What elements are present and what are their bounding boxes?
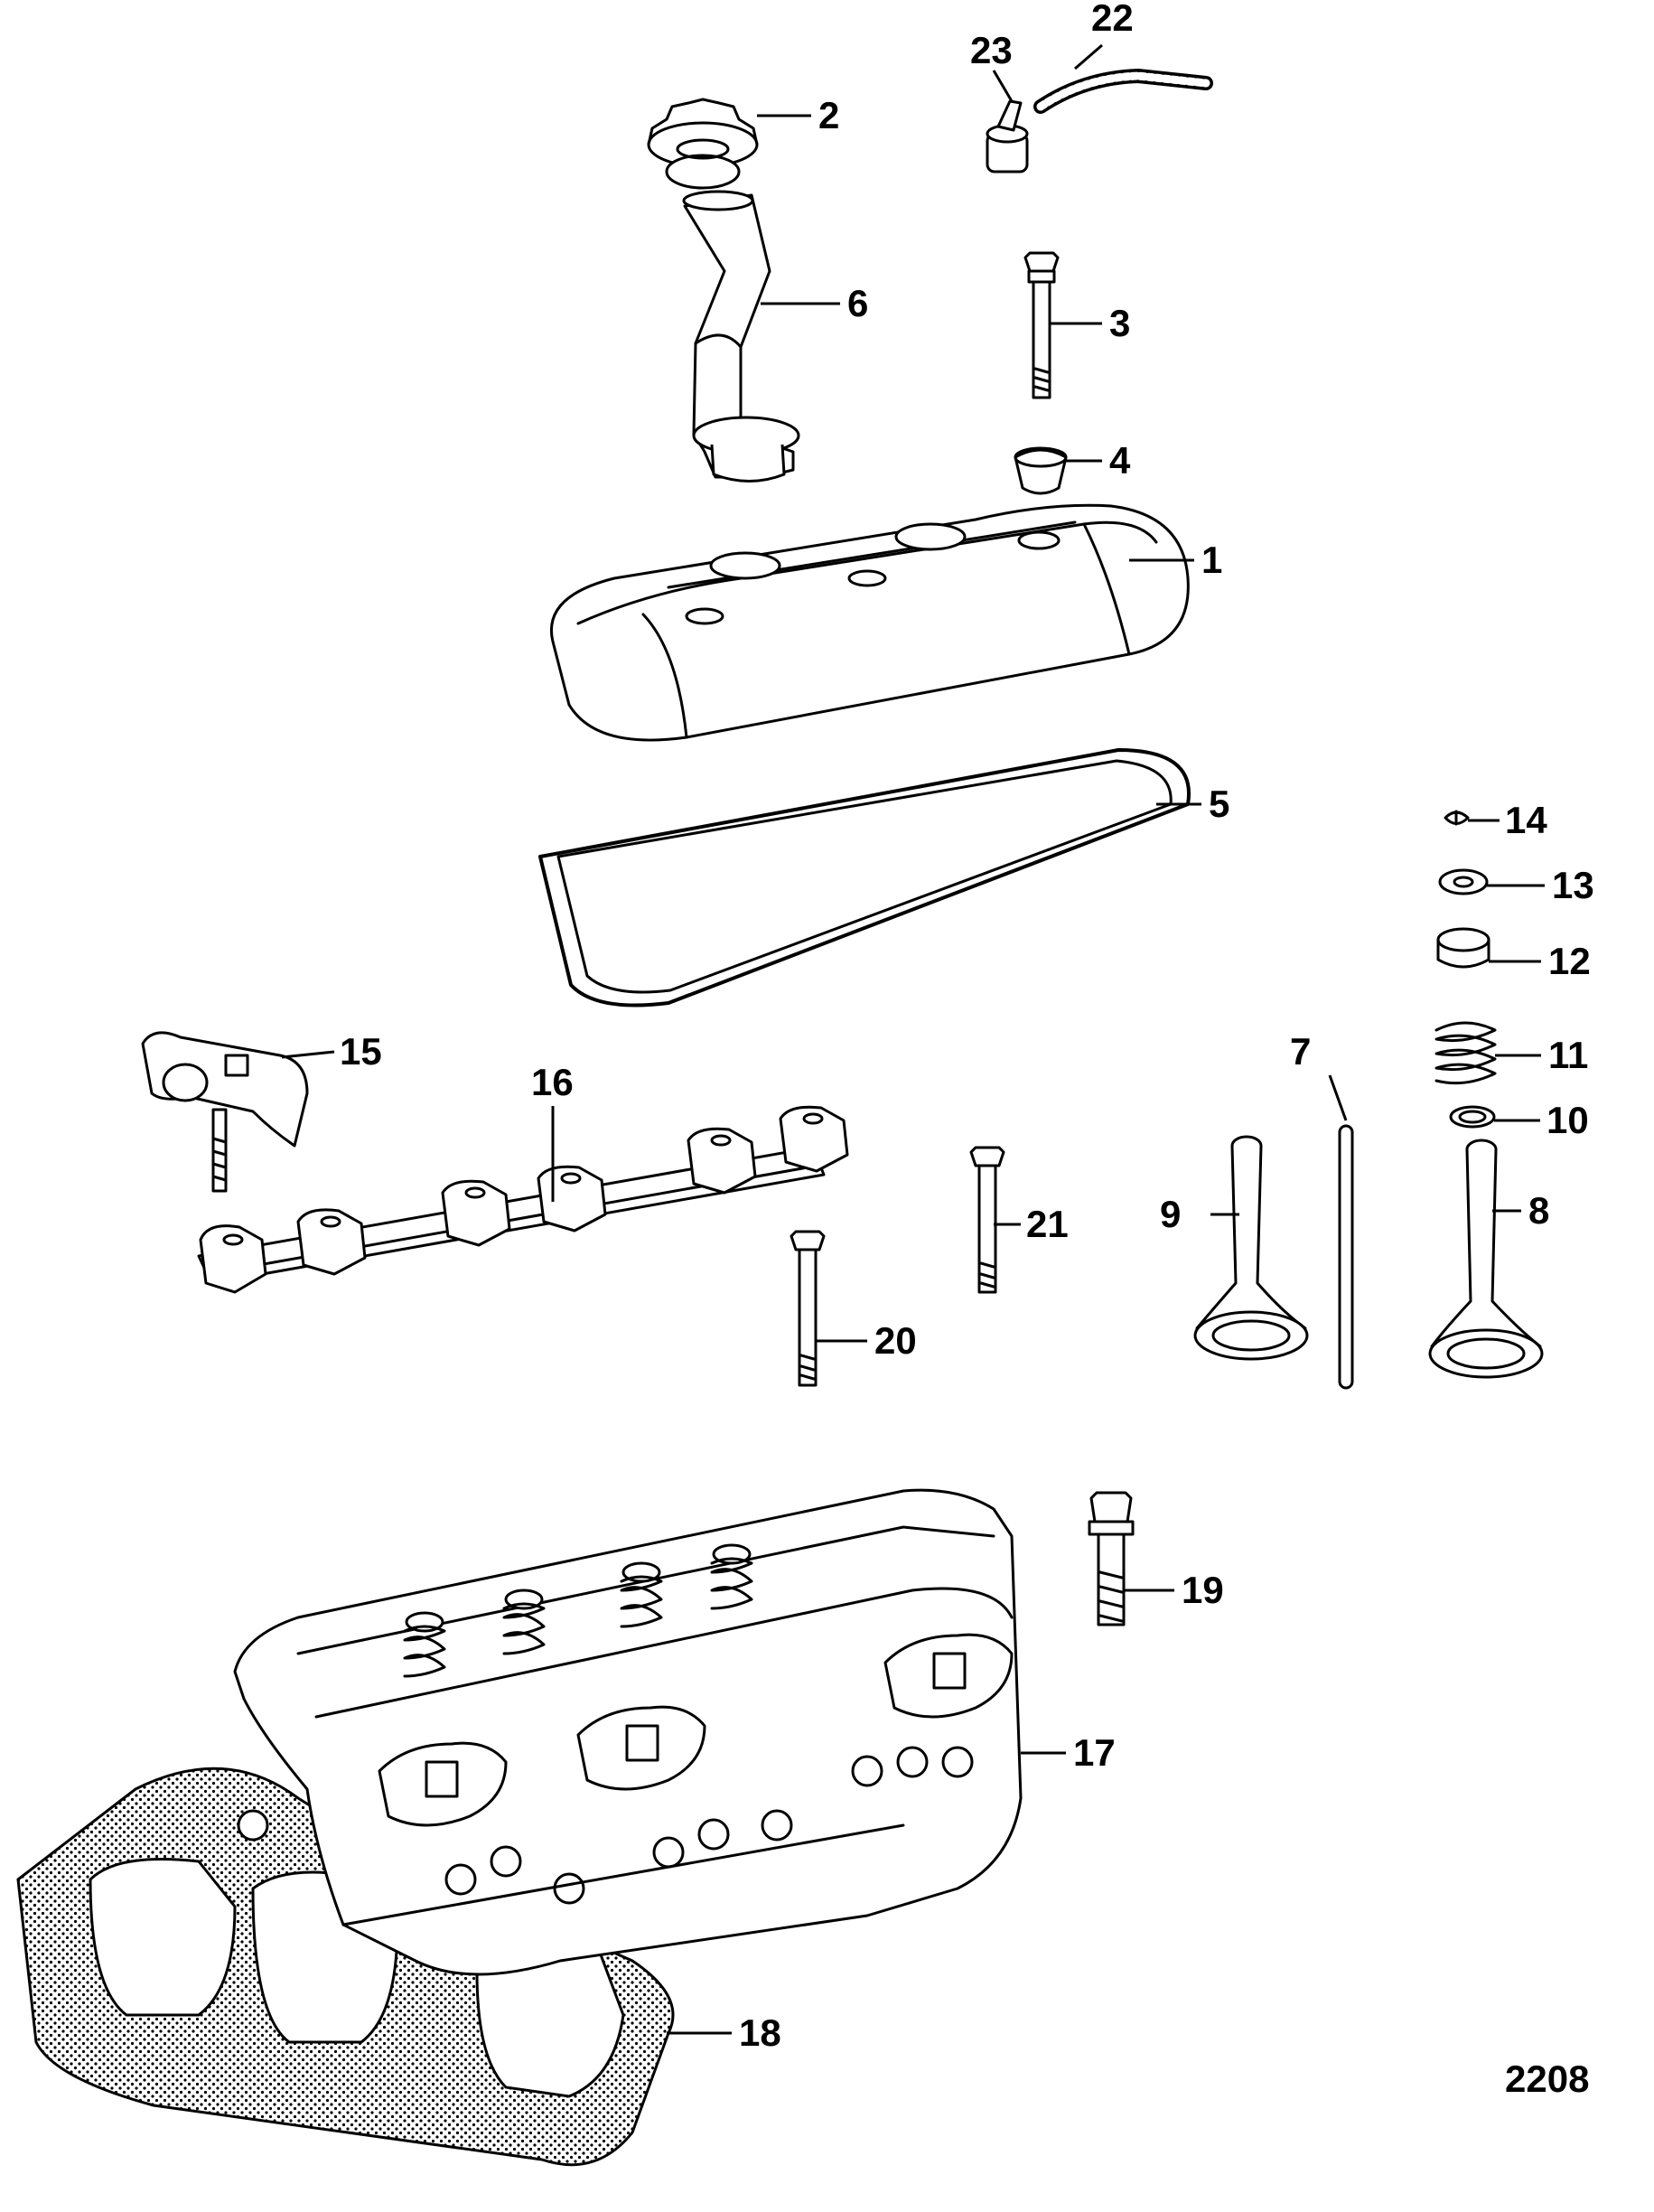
part-9-intake-valve — [1193, 1135, 1309, 1361]
callout-19: 19 — [1182, 1569, 1224, 1611]
part-15-rocker-arm — [141, 1031, 309, 1193]
part-17-cylinder-head — [233, 1488, 1023, 1976]
part-6-oil-fill-tube — [682, 190, 800, 483]
part-3-cover-bolt — [1023, 251, 1060, 399]
callout-3: 3 — [1109, 302, 1130, 344]
part-22-vent-hose — [1033, 69, 1213, 114]
part-18-head-gasket — [16, 1767, 675, 2167]
part-20-head-bolt-short — [790, 1230, 826, 1387]
part-1-valve-cover — [550, 503, 1190, 742]
callouts: 2 6 3 4 1 5 14 13 12 11 10 8 9 7 15 16 2… — [340, 0, 1594, 2054]
callout-16: 16 — [531, 1061, 574, 1103]
part-14-valve-keeper — [1444, 810, 1470, 826]
leader-lines — [281, 43, 1545, 2035]
figure-number: 2208 — [1505, 2057, 1589, 2100]
callout-4: 4 — [1109, 439, 1131, 482]
part-11-valve-spring — [1434, 1021, 1497, 1085]
callout-18: 18 — [739, 2011, 781, 2054]
callout-10: 10 — [1547, 1099, 1589, 1141]
part-2-oil-fill-cap — [647, 98, 759, 190]
part-8-exhaust-valve — [1428, 1139, 1544, 1379]
part-13-spring-retainer — [1438, 868, 1489, 895]
callout-17: 17 — [1073, 1731, 1116, 1774]
callout-8: 8 — [1528, 1189, 1549, 1232]
callout-21: 21 — [1026, 1203, 1069, 1245]
callout-15: 15 — [340, 1030, 382, 1073]
part-7-push-rod — [1338, 1124, 1354, 1390]
part-4-grommet — [1014, 446, 1068, 495]
part-21-head-bolt-long — [969, 1146, 1005, 1294]
callout-1: 1 — [1201, 539, 1222, 581]
part-5-valve-cover-gasket — [538, 748, 1191, 1008]
callout-6: 6 — [847, 282, 868, 324]
callout-2: 2 — [818, 94, 839, 136]
callout-13: 13 — [1552, 864, 1594, 906]
callout-7: 7 — [1290, 1030, 1311, 1073]
callout-23: 23 — [970, 29, 1013, 71]
callout-20: 20 — [874, 1319, 917, 1362]
callout-12: 12 — [1548, 940, 1591, 982]
part-12-valve-seal — [1436, 927, 1490, 969]
callout-5: 5 — [1209, 783, 1229, 825]
callout-22: 22 — [1091, 0, 1134, 39]
callout-11: 11 — [1548, 1034, 1588, 1076]
part-16-push-rod-guide — [197, 1105, 849, 1294]
callout-9: 9 — [1160, 1193, 1181, 1235]
part-23-vent-fitting — [986, 99, 1029, 173]
part-10-shim-washer — [1449, 1105, 1496, 1129]
part-19-head-bolt — [1088, 1491, 1135, 1626]
callout-14: 14 — [1505, 799, 1547, 841]
